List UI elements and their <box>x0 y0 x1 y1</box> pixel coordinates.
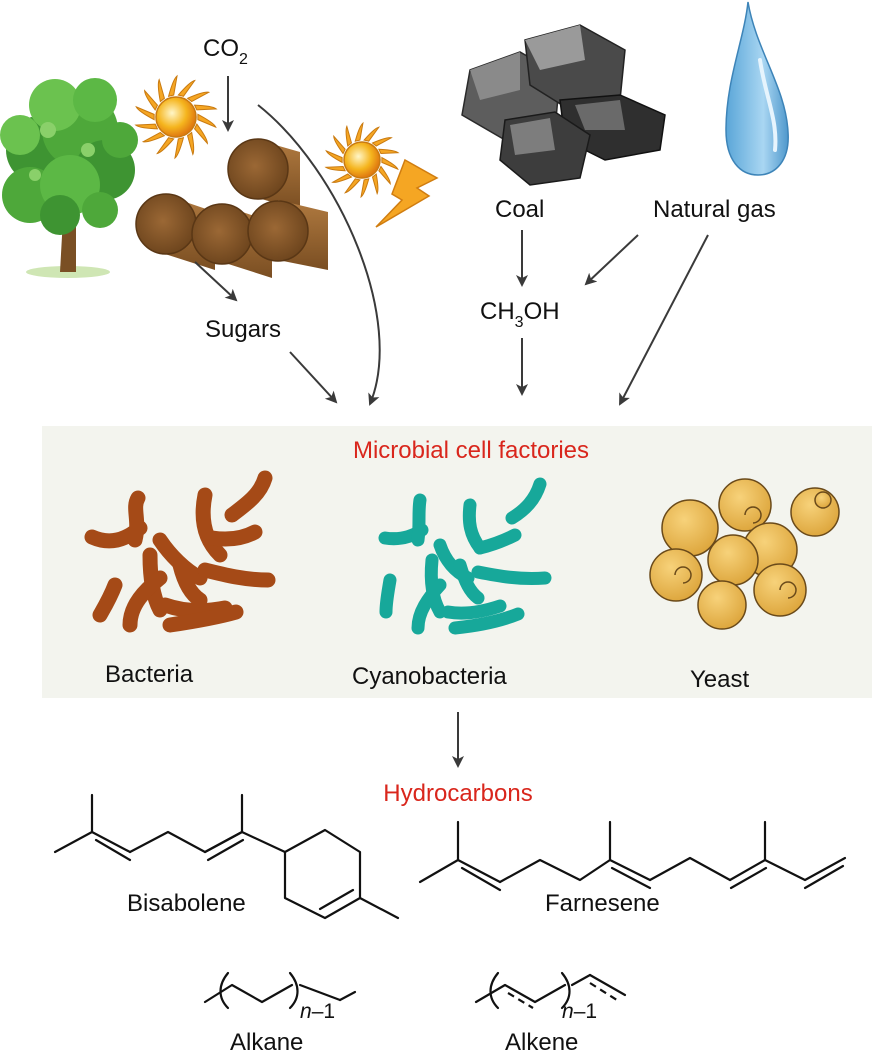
yeast-label: Yeast <box>690 666 750 693</box>
alkene-repeat-label: n–1 <box>562 1000 597 1023</box>
tree-icon <box>0 78 138 278</box>
coal-label: Coal <box>495 196 544 223</box>
bacteria-label: Bacteria <box>105 661 194 688</box>
sun-icon <box>134 74 218 160</box>
alkene-structure <box>474 971 627 1010</box>
farnesene-label: Farnesene <box>545 890 660 917</box>
bisabolene-structure <box>53 793 400 920</box>
cyanobacteria-label: Cyanobacteria <box>352 663 507 690</box>
alkane-repeat-label: n–1 <box>300 1000 335 1023</box>
sugars-label: Sugars <box>205 316 281 343</box>
lightning-icon <box>375 158 439 228</box>
bisabolene-label: Bisabolene <box>127 890 246 917</box>
coal-icon <box>461 24 666 186</box>
gas-drop-icon <box>725 1 789 176</box>
farnesene-structure <box>418 820 847 892</box>
hydrocarbons-title: Hydrocarbons <box>383 780 532 807</box>
yeast-icon <box>649 478 840 630</box>
natural-gas-label: Natural gas <box>653 196 776 223</box>
biomass-logs-icon <box>135 138 328 278</box>
co2-label: CO2 <box>203 35 248 68</box>
alkane-label: Alkane <box>230 1029 303 1051</box>
cyanobacteria-icon <box>378 477 552 635</box>
sun-icon <box>324 121 400 199</box>
bacteria-icon <box>84 470 276 633</box>
alkene-label: Alkene <box>505 1029 578 1051</box>
factory-title: Microbial cell factories <box>353 437 589 464</box>
flow-arrows <box>194 76 709 768</box>
methanol-label: CH3OH <box>480 298 560 331</box>
alkane-structure <box>203 971 357 1010</box>
